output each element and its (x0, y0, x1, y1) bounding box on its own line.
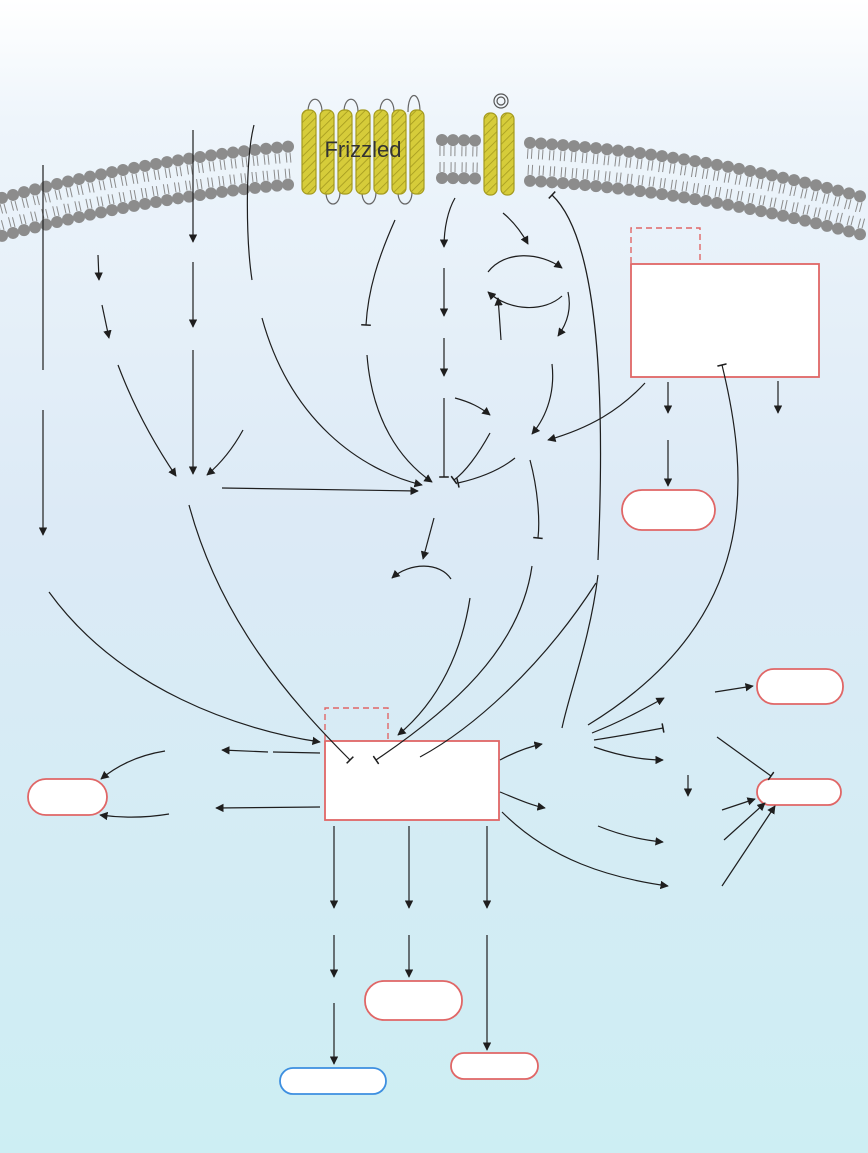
transmembrane-helix (373, 109, 389, 195)
edge (593, 746, 664, 765)
edge (501, 811, 669, 890)
edge (419, 582, 597, 758)
output-node-right-top (756, 668, 844, 705)
transmembrane-helix (319, 109, 335, 195)
edge (723, 802, 766, 841)
transmembrane-helix (355, 109, 371, 195)
edge (499, 791, 546, 811)
edge (593, 723, 665, 741)
edge (561, 574, 599, 729)
output-node-left (27, 778, 108, 816)
edge (487, 255, 563, 273)
edge (100, 750, 166, 780)
transmembrane-helix (409, 109, 425, 195)
edge (48, 591, 321, 746)
edge (361, 219, 396, 327)
transmembrane-helix (391, 109, 407, 195)
edge (397, 597, 471, 736)
frizzled-label: Frizzled (324, 137, 401, 162)
complex-center (324, 707, 500, 821)
output-node-bottom-mid (364, 980, 463, 1021)
edge (502, 212, 529, 245)
edge (716, 736, 775, 781)
edge (246, 124, 255, 281)
edge (547, 382, 646, 442)
edge (591, 697, 665, 734)
edge (597, 825, 664, 846)
edge (101, 304, 112, 339)
complex-top-right (630, 227, 820, 378)
edge (215, 803, 321, 813)
edge (188, 504, 354, 764)
edge (94, 254, 103, 281)
cell-membrane (0, 134, 866, 242)
output-node-bottom-blue (279, 1067, 387, 1095)
edge (420, 517, 435, 560)
edge (221, 486, 419, 496)
edge (587, 363, 739, 726)
edge (366, 354, 433, 483)
edge (206, 429, 244, 476)
edge (499, 741, 543, 761)
edge (272, 751, 321, 754)
co-receptor (483, 93, 515, 196)
transmembrane-helix (337, 109, 353, 195)
edge (529, 459, 543, 540)
edge (557, 291, 570, 337)
edge (531, 363, 554, 435)
pathway-edges (38, 124, 783, 1065)
edge (261, 317, 423, 488)
edge (494, 297, 503, 341)
transmembrane-helix (301, 109, 317, 195)
edge (450, 432, 491, 485)
frizzled-receptor: Frizzled (301, 94, 425, 205)
edge (439, 197, 456, 248)
edge (99, 811, 170, 821)
edge (721, 805, 776, 887)
edge (391, 565, 452, 580)
edge (454, 397, 491, 416)
edge (117, 364, 177, 477)
edge (714, 683, 754, 693)
ligand-ring-icon (493, 93, 509, 109)
edge (372, 565, 533, 765)
edge (721, 797, 756, 811)
edge (548, 190, 602, 561)
output-node-bottom-right (450, 1052, 539, 1080)
edge (221, 746, 269, 755)
output-node-right-mid (621, 489, 716, 531)
output-node-right-lower (756, 778, 842, 806)
edge (456, 457, 516, 488)
